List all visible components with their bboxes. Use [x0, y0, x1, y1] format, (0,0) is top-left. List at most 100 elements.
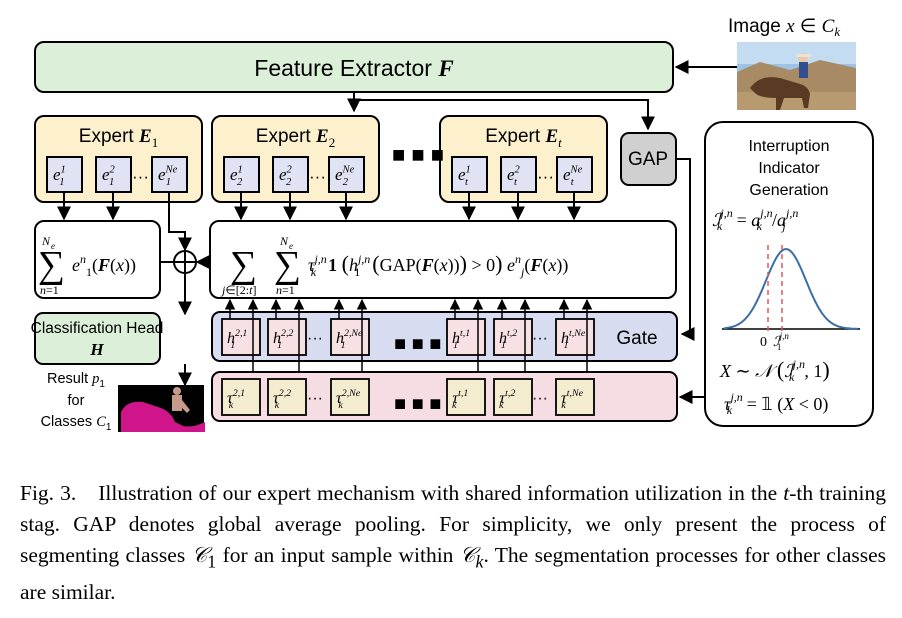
result-line-3: Classes C1	[41, 414, 112, 433]
input-photo	[737, 42, 856, 110]
interruption-title-1: Interruption	[749, 138, 830, 155]
svg-text:h2,11: h2,11	[227, 328, 247, 351]
svg-text:j∈[2:t]: j∈[2:t]	[220, 283, 256, 297]
row-ellipsis: ···	[532, 390, 548, 407]
svg-text:e22: e22	[279, 164, 293, 188]
row-ellipsis: ···	[307, 390, 323, 407]
svg-text:h2,21: h2,21	[273, 328, 293, 351]
unit-ellipsis: ···	[309, 167, 326, 186]
svg-text:e1t: e1t	[458, 164, 471, 188]
svg-text:N: N	[279, 234, 289, 248]
figure-caption: Fig. 3.Illustration of our expert mechan…	[20, 478, 886, 608]
interruption-title-3: Generation	[749, 182, 828, 199]
svg-text:τj,nk1 (hj,n1(GAP(F(x))) > 0): τj,nk1 (hj,n1(GAP(F(x))) > 0) enj(F(x))	[308, 251, 568, 279]
svg-text:e: e	[51, 241, 55, 251]
svg-text:e12: e12	[230, 164, 243, 188]
unit-ellipsis: ···	[537, 167, 554, 186]
svg-text:en1(F(x)): en1(F(x))	[72, 252, 136, 279]
segmentation-mask	[118, 385, 205, 432]
svg-text:∑: ∑	[274, 244, 301, 286]
svg-text:h2,Ne1: h2,Ne1	[336, 328, 363, 351]
gate-ellipsis: ■ ■ ■	[394, 333, 441, 355]
arrow-e1-to-sum	[168, 192, 192, 252]
svg-text:e: e	[289, 241, 293, 251]
svg-text:∑: ∑	[38, 244, 65, 286]
result-line-1: Result p1	[47, 371, 105, 390]
expert-title: Expert Et	[485, 126, 562, 150]
svg-text:ht,11: ht,11	[452, 328, 469, 351]
input-image-group: Image x ∈ Ck	[728, 16, 856, 110]
classification-head-label: Classification Head	[31, 320, 164, 337]
expert-title: Expert E2	[256, 126, 335, 150]
tau-ellipsis: ■ ■ ■	[394, 393, 441, 415]
svg-text:τt,Nek: τt,Nek	[561, 388, 584, 411]
svg-text:τt,2k: τt,2k	[499, 388, 515, 411]
row-ellipsis: ···	[307, 330, 323, 347]
gaussian-curve	[723, 247, 859, 330]
result-group: Result p1 for Classes C1	[41, 371, 205, 433]
svg-text:e21: e21	[102, 164, 116, 188]
arrow-gap-to-gate	[676, 158, 695, 341]
feature-extractor: Feature Extractor F	[34, 41, 674, 93]
svg-text:ht,Ne1: ht,Ne1	[561, 328, 586, 351]
caption-text: Illustration of our expert mechanism wit…	[20, 481, 887, 605]
unit-ellipsis: ···	[132, 167, 149, 186]
svg-text:τ2,1k: τ2,1k	[227, 388, 245, 411]
expert-title: Expert E1	[79, 126, 158, 150]
svg-text:τ2,2k: τ2,2k	[273, 388, 291, 411]
interruption-title-2: Indicator	[758, 160, 820, 177]
svg-text:e11: e11	[53, 164, 66, 188]
axis-zero: 0	[760, 335, 767, 350]
gap-label: GAP	[628, 149, 668, 170]
svg-text:ht,21: ht,21	[499, 328, 517, 351]
row-ellipsis: ···	[532, 330, 548, 347]
svg-text:n=1: n=1	[40, 283, 59, 297]
svg-text:e2t: e2t	[507, 164, 521, 188]
expert-ellipsis: ■ ■ ■	[392, 142, 444, 167]
svg-text:Feature Extractor F: Feature Extractor F	[254, 55, 453, 81]
caption-label: Fig. 3.	[20, 481, 77, 505]
svg-text:τ2,Nek: τ2,Nek	[336, 388, 361, 411]
svg-text:τt,1k: τt,1k	[452, 388, 468, 411]
svg-text:n=1: n=1	[276, 283, 295, 297]
svg-text:∑: ∑	[230, 244, 257, 286]
gate-label: Gate	[616, 328, 657, 349]
gap-box: GAP	[620, 132, 677, 186]
result-line-2: for	[68, 393, 85, 409]
classification-head-symbol: H	[89, 340, 104, 359]
